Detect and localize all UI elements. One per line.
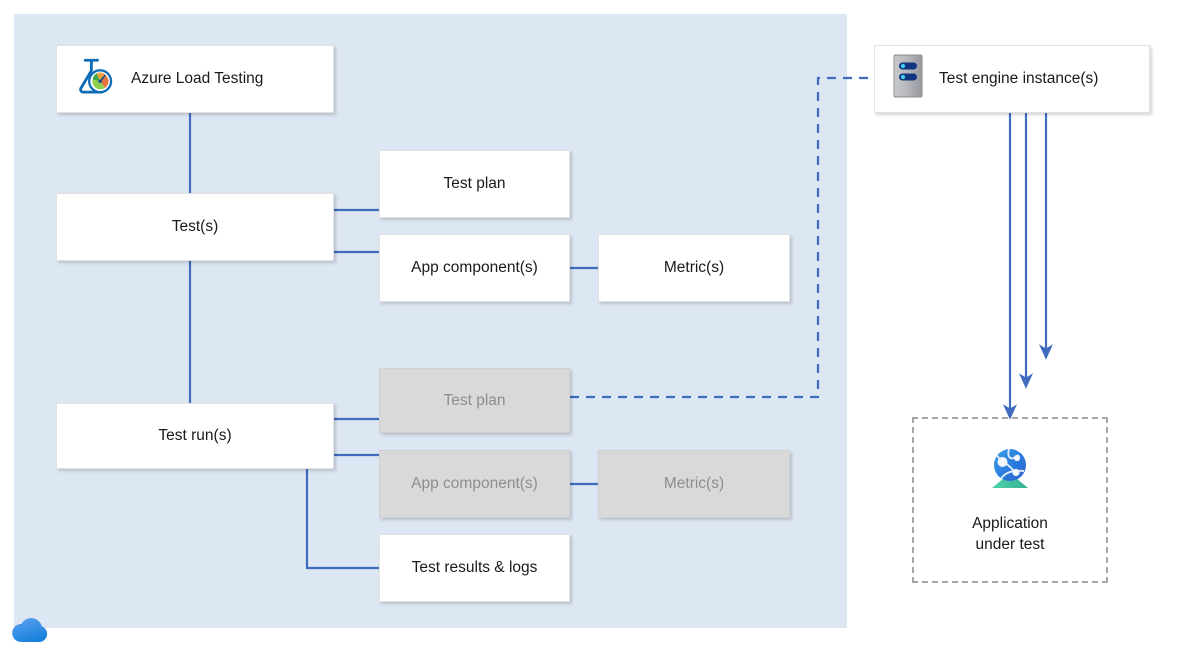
node-label: Test plan [443,175,506,193]
zone-label: Application under test [972,514,1048,553]
node-app-components[interactable]: App component(s) [379,234,570,302]
cloud-icon [8,612,56,649]
node-run-test-plan[interactable]: Test plan [379,368,570,433]
node-test-results-logs[interactable]: Test results & logs [379,534,570,602]
node-azure-load-testing[interactable]: Azure Load Testing [56,45,334,113]
flask-gauge-icon [73,55,115,102]
node-label: Azure Load Testing [131,70,264,88]
node-test-engine-instances[interactable]: Test engine instance(s) [874,45,1150,113]
node-label: Metric(s) [663,475,725,493]
zone-application-under-test: Application under test [912,417,1108,583]
node-label: Test results & logs [411,559,538,577]
node-tests[interactable]: Test(s) [56,193,334,261]
server-instance-icon [893,54,923,103]
node-label: App component(s) [411,475,538,493]
node-test-runs[interactable]: Test run(s) [56,403,334,469]
node-label: Test run(s) [158,427,232,445]
node-run-app-components[interactable]: App component(s) [379,450,570,518]
node-test-plan[interactable]: Test plan [379,150,570,218]
node-run-metrics[interactable]: Metric(s) [598,450,790,518]
node-label: Test(s) [171,218,219,236]
node-label: Test plan [443,391,506,409]
node-label: App component(s) [411,259,538,277]
node-metrics[interactable]: Metric(s) [598,234,790,302]
web-globe-icon [983,445,1037,500]
node-label: Metric(s) [663,259,725,277]
node-label: Test engine instance(s) [939,70,1099,88]
